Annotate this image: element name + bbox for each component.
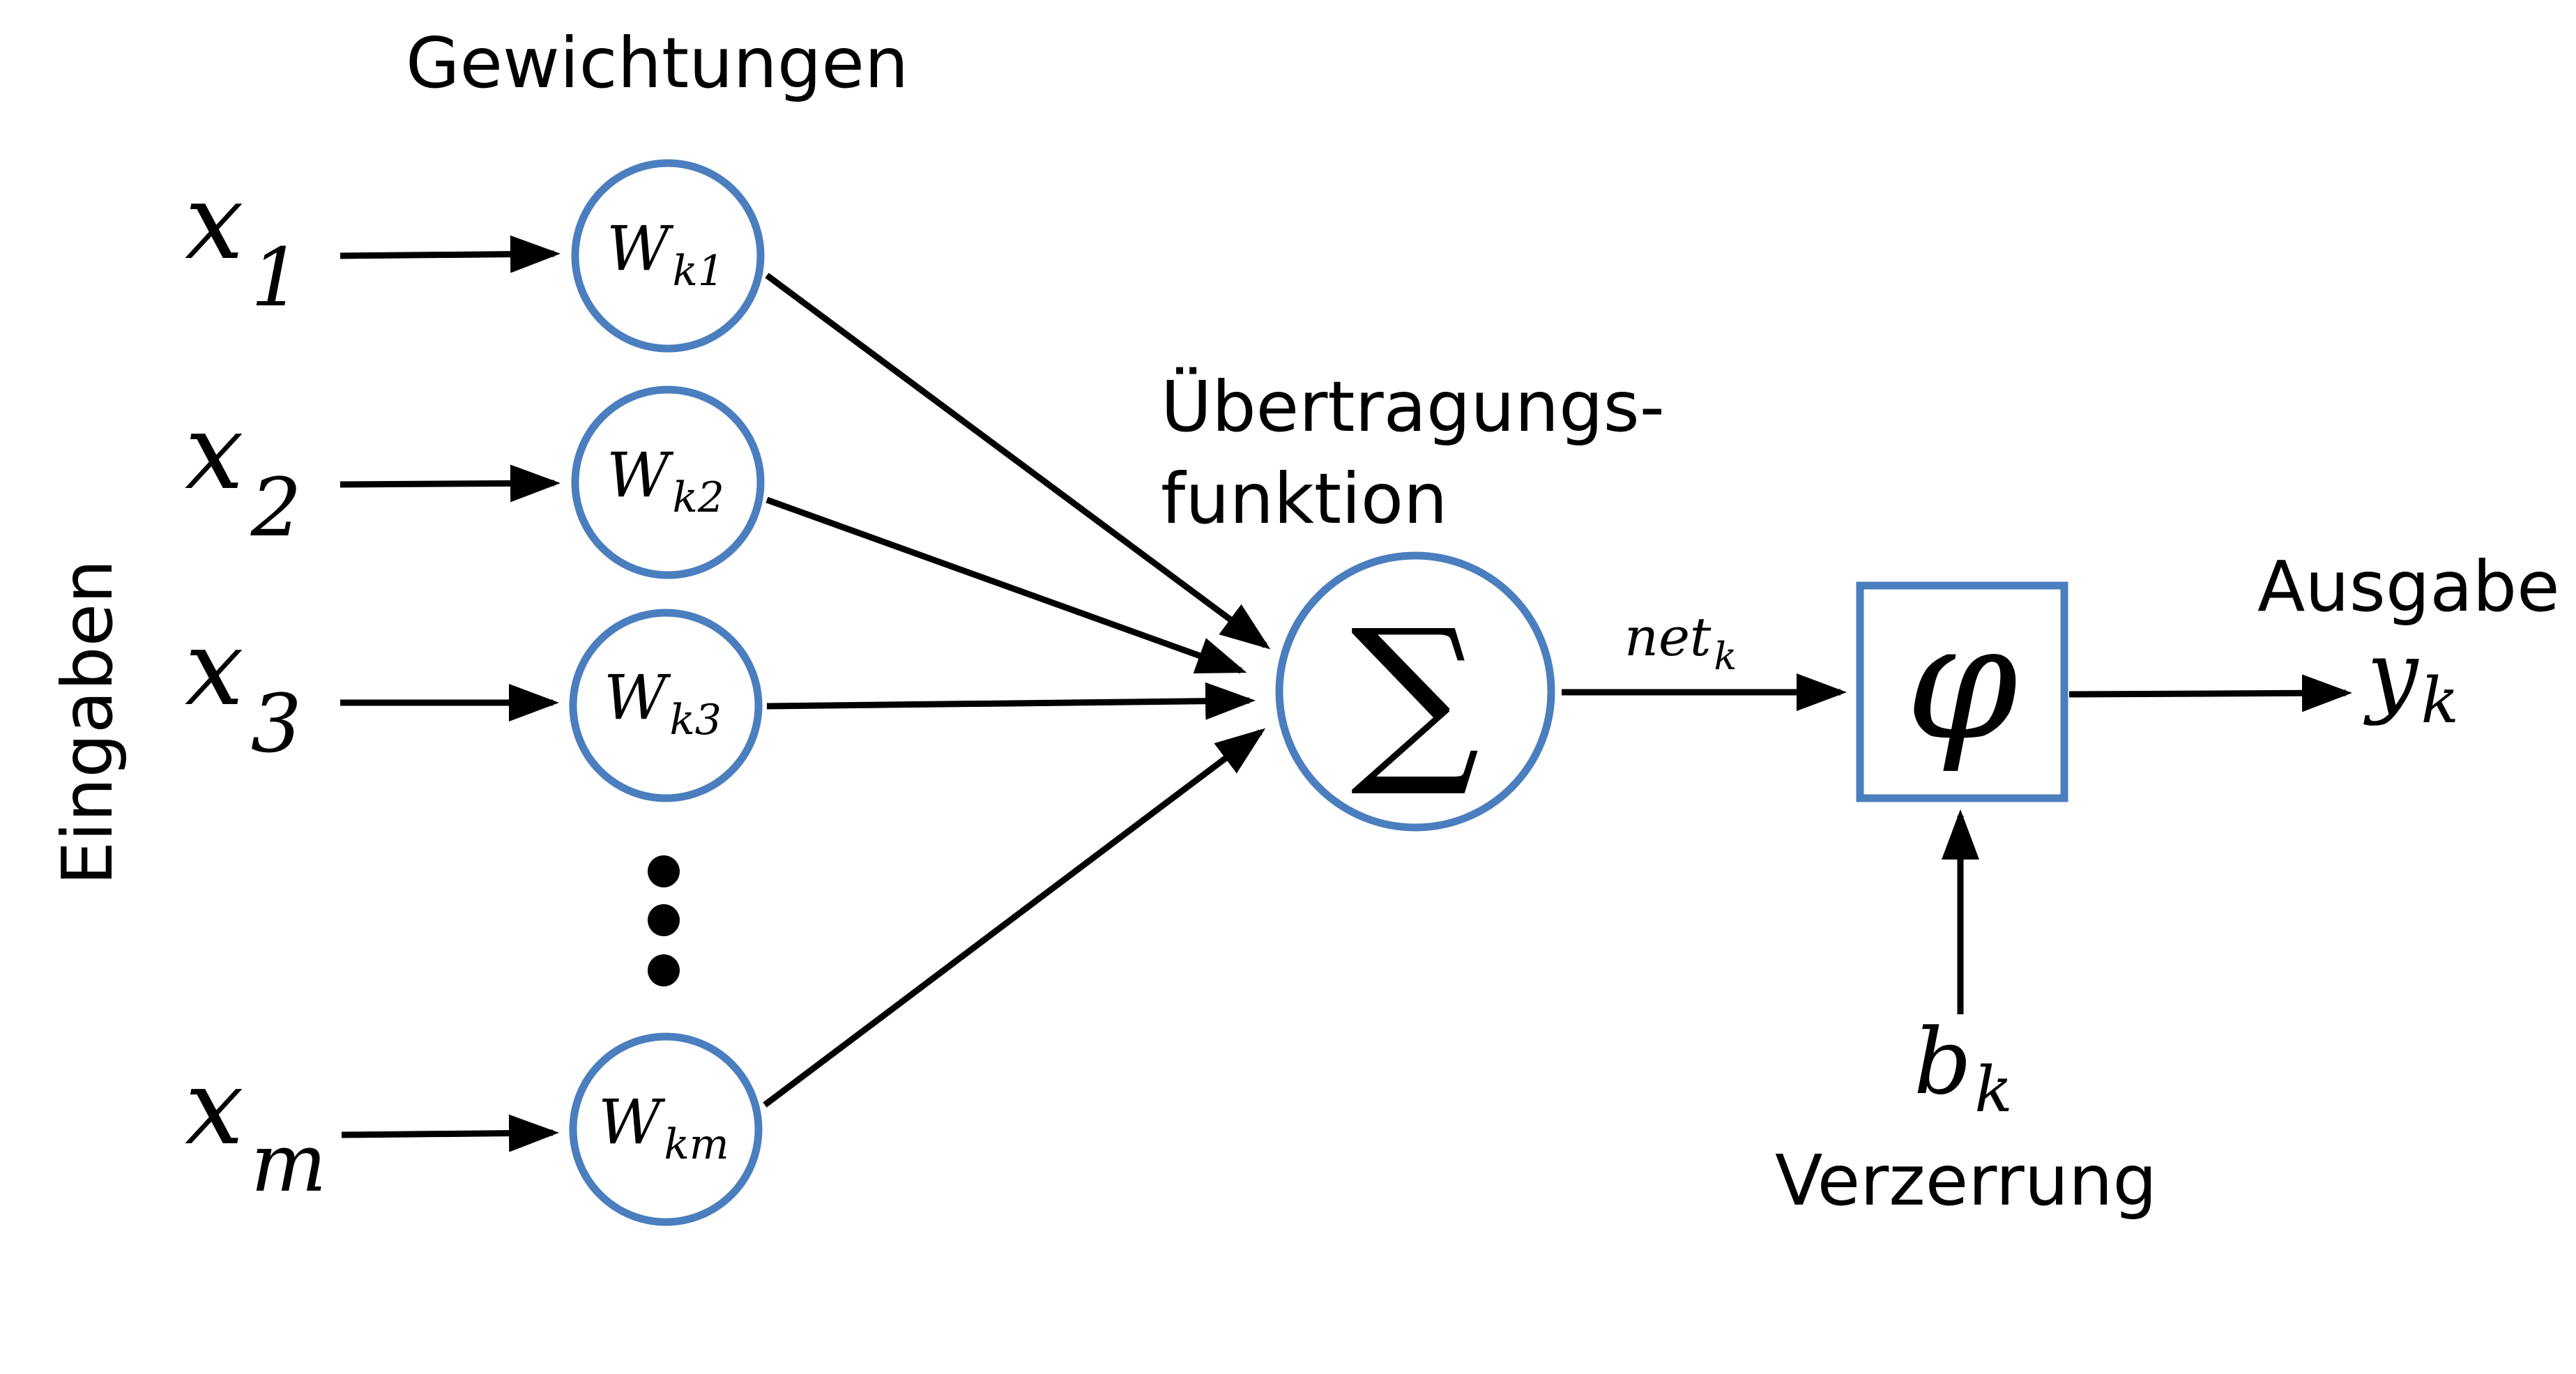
weight-m-sub: km <box>664 1120 729 1169</box>
weight-label-m: Wkm <box>598 1086 729 1169</box>
transfer-function-title-line2: funktion <box>1161 458 1447 540</box>
input-arrow-1 <box>340 235 561 273</box>
ellipsis-dot-1 <box>648 855 680 887</box>
output-edge <box>2068 674 2352 712</box>
input-xm-base: x <box>185 1047 244 1168</box>
activation-box <box>1856 581 2068 802</box>
weight-label-3: Wk3 <box>604 662 722 745</box>
input-label-x3: x3 <box>185 608 302 771</box>
net-sub: k <box>1714 634 1737 678</box>
input-label-x1: x1 <box>185 162 302 325</box>
weight-node-3 <box>569 609 763 802</box>
inputs-title: Eingaben <box>47 560 128 885</box>
weight-edge-1 <box>765 273 1271 650</box>
sum-node <box>1275 551 1555 832</box>
net-base: net <box>1624 606 1712 668</box>
input-x2-sub: 2 <box>250 461 302 555</box>
weight-1-sub: k1 <box>672 247 724 296</box>
input-x3-base: x <box>185 608 244 729</box>
ellipsis-dot-2 <box>648 904 680 936</box>
input-x1-sub: 1 <box>251 231 302 325</box>
weight-m-base: W <box>598 1086 666 1158</box>
weight-node-m <box>569 1032 763 1226</box>
weight-edge-m <box>763 728 1266 1108</box>
weight-label-2: Wk2 <box>607 439 724 522</box>
bias-label: bk <box>1914 1009 2013 1127</box>
input-xm-sub: m <box>251 1117 327 1210</box>
transfer-function-title-line1: Übertragungs- <box>1161 366 1665 448</box>
bias-sub: k <box>1974 1053 2013 1127</box>
sum-symbol: ∑ <box>1350 591 1480 802</box>
input-arrow-m <box>341 1114 559 1152</box>
output-label: yk <box>2363 621 2459 738</box>
input-x1-base: x <box>185 162 244 283</box>
output-sub: k <box>2421 664 2459 738</box>
input-x2-base: x <box>185 392 244 513</box>
net-label: netk <box>1624 606 1737 678</box>
input-label-x2: x2 <box>185 392 302 555</box>
input-x3-sub: 3 <box>251 678 302 771</box>
weight-3-base: W <box>604 662 671 733</box>
output-title: Ausgabe <box>2257 546 2560 627</box>
input-label-xm: xm <box>185 1047 327 1210</box>
ellipsis-dot-3 <box>648 954 680 986</box>
weight-1-base: W <box>607 213 674 284</box>
weights-title: Gewichtungen <box>406 22 908 104</box>
weight-edge-2 <box>765 496 1247 674</box>
weight-2-sub: k2 <box>672 473 724 522</box>
weight-edge-3 <box>766 682 1256 720</box>
bias-base: b <box>1914 1009 1972 1115</box>
weight-node-2 <box>571 386 765 579</box>
bias-title: Verzerrung <box>1775 1140 2157 1221</box>
weight-node-1 <box>571 159 765 353</box>
weight-3-sub: k3 <box>669 696 722 745</box>
output-base: y <box>2363 621 2419 727</box>
input-arrow-2 <box>340 464 561 503</box>
weight-label-1: Wk1 <box>607 213 724 296</box>
activation-symbol: φ <box>1905 590 2018 776</box>
weight-2-base: W <box>607 439 674 511</box>
